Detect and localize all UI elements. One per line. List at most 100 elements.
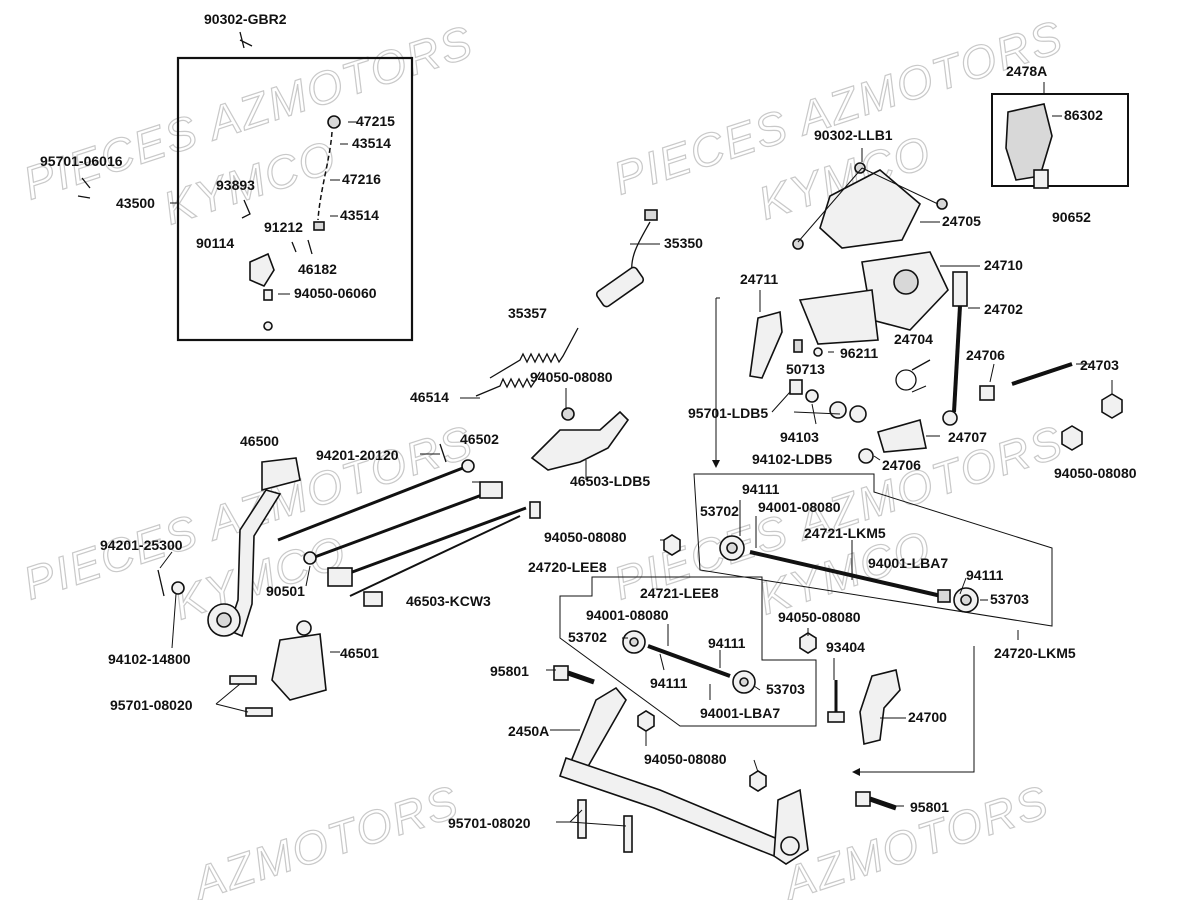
shaft-24702 bbox=[952, 271, 968, 307]
pedal-pivot-hole bbox=[216, 612, 232, 628]
label-53703-a: 53703 bbox=[990, 591, 1029, 607]
watermark-az-5: AZMOTORS bbox=[184, 775, 465, 900]
brake-rods-46502 bbox=[277, 459, 541, 607]
bolt-93404 bbox=[827, 680, 845, 723]
switch-body-35350 bbox=[595, 266, 645, 308]
rod-end-right bbox=[529, 501, 541, 519]
label-91212: 91212 bbox=[264, 219, 303, 235]
label-94111-d: 94111 bbox=[650, 675, 688, 691]
bracket-46503-ldb5 bbox=[530, 410, 630, 471]
rod-24721-lkm5 bbox=[749, 550, 951, 600]
label-53703-b: 53703 bbox=[766, 681, 805, 697]
label-24706-a: 24706 bbox=[966, 347, 1005, 363]
nut-94050-08080-arm-2 bbox=[749, 770, 767, 792]
label-94001-lba7-a: 94001-LBA7 bbox=[868, 555, 948, 571]
pin-91212 bbox=[291, 239, 313, 255]
label-24702: 24702 bbox=[984, 301, 1023, 317]
label-90302-llb1: 90302-LLB1 bbox=[814, 127, 893, 143]
rod-lower bbox=[335, 506, 527, 580]
label-43514-b: 43514 bbox=[340, 207, 379, 223]
label-24704: 24704 bbox=[894, 331, 933, 347]
label-35357: 35357 bbox=[508, 305, 547, 321]
nut-94050-08080-right-b bbox=[1061, 425, 1083, 451]
cable-assembly-43500 bbox=[77, 31, 341, 331]
label-94050-08080-a: 94050-08080 bbox=[530, 369, 613, 385]
ball-96211 bbox=[813, 347, 823, 357]
label-95801-b: 95801 bbox=[910, 799, 949, 815]
label-94201-20120: 94201-20120 bbox=[316, 447, 399, 463]
label-94102-14800: 94102-14800 bbox=[108, 651, 191, 667]
label-35350: 35350 bbox=[664, 235, 703, 251]
bolt-95701-ldb5 bbox=[789, 379, 803, 395]
knob-body bbox=[1005, 103, 1053, 181]
rod-clevis-lower bbox=[327, 567, 353, 587]
label-93404: 93404 bbox=[826, 639, 865, 655]
label-24700: 24700 bbox=[908, 709, 947, 725]
label-94050-08080-c: 94050-08080 bbox=[544, 529, 627, 545]
label-53702-b: 53702 bbox=[568, 629, 607, 645]
label-46503-ldb5: 46503-LDB5 bbox=[570, 473, 650, 489]
clip-93893 bbox=[241, 199, 251, 219]
roller-24707 bbox=[942, 410, 958, 426]
bolt-95801-a bbox=[553, 665, 595, 685]
label-90652: 90652 bbox=[1052, 209, 1091, 225]
label-94001-lba7-b: 94001-LBA7 bbox=[700, 705, 780, 721]
label-24707: 24707 bbox=[948, 429, 987, 445]
washer-94103-a bbox=[805, 389, 819, 403]
label-47216: 47216 bbox=[342, 171, 381, 187]
screw-90652 bbox=[1033, 169, 1049, 189]
bracket-24707 bbox=[877, 418, 927, 453]
label-94001-08080-b: 94001-08080 bbox=[586, 607, 669, 623]
label-46182: 46182 bbox=[298, 261, 337, 277]
arm-upper-2450a bbox=[568, 686, 627, 771]
label-24721-lkm5: 24721-LKM5 bbox=[804, 525, 886, 541]
group-outline-24720-lee8 bbox=[559, 576, 817, 727]
washer-inset bbox=[263, 321, 273, 331]
bolt-95701-08020-b2 bbox=[623, 815, 633, 853]
bolt-24703 bbox=[1011, 362, 1073, 386]
bolt-90302-llb1 bbox=[854, 162, 866, 174]
label-86302: 86302 bbox=[1064, 107, 1103, 123]
label-24720-lee8: 24720-LEE8 bbox=[528, 559, 607, 575]
label-24720-lkm5: 24720-LKM5 bbox=[994, 645, 1076, 661]
rod-upper bbox=[277, 464, 469, 542]
cable-sleeve-43514 bbox=[313, 221, 325, 231]
plate-hole-24710 bbox=[893, 269, 919, 295]
label-24721-lee8: 24721-LEE8 bbox=[640, 585, 719, 601]
collar-24706-a bbox=[979, 385, 995, 401]
label-43500: 43500 bbox=[116, 195, 155, 211]
bolt-95701-08020-a1 bbox=[229, 675, 257, 685]
nut-94001-lba7-a bbox=[937, 589, 951, 603]
arm-24700 bbox=[859, 669, 901, 745]
pin-90501 bbox=[303, 551, 317, 565]
linkage-24720-lee8 bbox=[622, 630, 756, 694]
rod-upper-end bbox=[461, 459, 475, 473]
brake-pedal-46500 bbox=[207, 457, 301, 638]
rod-clevis-46502 bbox=[479, 481, 503, 499]
watermark-az-6: AZMOTORS bbox=[774, 775, 1055, 900]
label-24703: 24703 bbox=[1080, 357, 1119, 373]
washer-94102-14800 bbox=[171, 581, 185, 595]
label-94050-06060: 94050-06060 bbox=[294, 285, 377, 301]
label-94111-b: 94111 bbox=[966, 567, 1004, 583]
arm-main-2450a bbox=[558, 756, 782, 858]
label-46503-kcw3: 46503-KCW3 bbox=[406, 593, 491, 609]
label-96211: 96211 bbox=[840, 345, 878, 361]
nut-94050-08080-right-a bbox=[1101, 393, 1123, 419]
label-53702-a: 53702 bbox=[700, 503, 739, 519]
bolt-95701-08020-a2 bbox=[245, 707, 273, 717]
spring-50713 bbox=[793, 339, 803, 353]
bracket-24710 bbox=[798, 289, 879, 345]
lever-24711 bbox=[749, 310, 783, 379]
label-94050-08080-e: 94050-08080 bbox=[644, 751, 727, 767]
label-95801-a: 95801 bbox=[490, 663, 529, 679]
label-2478a: 2478A bbox=[1006, 63, 1047, 79]
lever-90114 bbox=[249, 252, 275, 288]
bracket-46501 bbox=[229, 620, 327, 717]
label-95701-ldb5: 95701-LDB5 bbox=[688, 405, 768, 421]
label-90114: 90114 bbox=[196, 235, 234, 251]
rod-middle bbox=[311, 490, 491, 560]
cover-24705 bbox=[819, 169, 921, 249]
label-46502: 46502 bbox=[460, 431, 499, 447]
